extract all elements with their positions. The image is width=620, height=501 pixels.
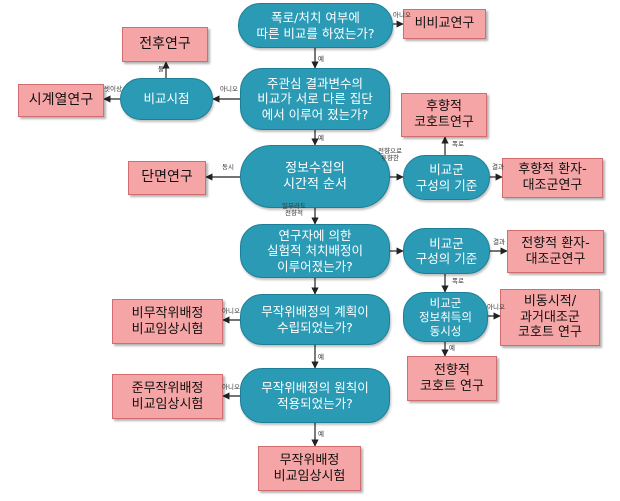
label-exposure-2: 폭로 bbox=[452, 277, 464, 285]
label-yes-applied: 예 bbox=[318, 430, 324, 438]
label-simultaneous: 동시 bbox=[222, 163, 234, 171]
box-pros-case-control: 전향적 환자- 대조군연구 bbox=[507, 230, 604, 273]
box-rct: 무작위배정 비교임상시험 bbox=[258, 446, 361, 491]
label-retro-mixed: 전향으로 후향한 bbox=[378, 147, 402, 163]
node-basis-2: 비교군 구성의 기준 bbox=[403, 228, 490, 274]
label-no-simul: 아니오 bbox=[487, 303, 505, 311]
node-allocation: 연구자에 의한 실험적 처치배정이 이루어졌는가? bbox=[240, 224, 390, 278]
box-non-concurrent-cohort: 비동시적/ 과거대조군 코호트 연구 bbox=[500, 289, 600, 346]
label-no-exposure: 아니오 bbox=[393, 11, 411, 19]
label-yes-simul: 예 bbox=[449, 344, 455, 352]
label-no-groups: 아니오 bbox=[220, 85, 238, 93]
label-no-applied: 아니오 bbox=[222, 383, 240, 391]
node-random-applied: 무작위배정의 원칙이 적용되었는가? bbox=[240, 368, 390, 423]
label-three-plus: 셋이상 bbox=[104, 85, 122, 93]
label-no-plan: 아니오 bbox=[222, 307, 240, 315]
node-compare: 비교시점 bbox=[120, 78, 213, 120]
node-exposure: 폭로/처치 여부에 따른 비교를 하였는가? bbox=[238, 3, 393, 48]
node-groups: 주관심 결과변수의 비교가 서로 다른 집단 에서 이루어 졌는가? bbox=[240, 68, 390, 130]
label-result: 결과 bbox=[492, 163, 504, 171]
box-non-random-trial: 비무작위배정 비교임상시험 bbox=[112, 299, 223, 344]
label-result-2: 결과 bbox=[493, 238, 505, 246]
label-yes-groups: 예 bbox=[318, 134, 324, 142]
label-yes-exposure: 예 bbox=[318, 55, 324, 63]
box-quasi-random-trial: 준무작위배정 비교임상시험 bbox=[112, 374, 223, 419]
box-retro-cohort: 후향적 코호트연구 bbox=[401, 93, 487, 137]
node-simultaneity: 비교군 정보취득의 동시성 bbox=[403, 292, 488, 342]
label-yes-plan: 예 bbox=[318, 353, 324, 361]
label-partial-prospective: 일부라도 전향적 bbox=[282, 202, 306, 218]
box-retro-case-control: 후향적 환자- 대조군연구 bbox=[502, 158, 603, 198]
label-twice: 둘 bbox=[158, 65, 164, 73]
box-non-comparative: 비비교연구 bbox=[403, 9, 486, 39]
box-pre-post: 전후연구 bbox=[122, 27, 208, 62]
box-time-series: 시계열연구 bbox=[18, 84, 104, 117]
label-exposure: 폭로 bbox=[452, 140, 464, 148]
node-timing: 정보수집의 시간적 순서 bbox=[240, 145, 390, 208]
box-pros-cohort: 전향적 코호트 연구 bbox=[407, 356, 497, 401]
node-random-plan: 무작위배정의 계획이 수립되었는가? bbox=[240, 294, 390, 345]
node-basis-1: 비교군 구성의 기준 bbox=[403, 155, 490, 200]
box-cross-sectional: 단면연구 bbox=[128, 161, 206, 195]
